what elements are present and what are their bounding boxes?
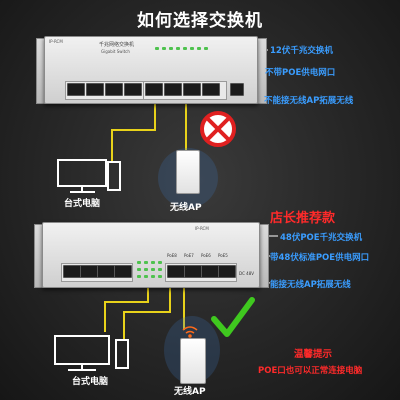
bottom-ap-device	[180, 338, 206, 384]
wifi-icon	[182, 326, 198, 338]
bottom-switch-brand: IP-RCM	[195, 226, 209, 231]
top-pc-tower-icon	[107, 161, 121, 191]
poe-label-8: PoE8	[167, 253, 177, 258]
tip-text: POE口也可以正常连接电脑	[258, 366, 363, 376]
top-port[interactable]	[202, 83, 220, 96]
top-pc-cable	[111, 100, 156, 162]
top-note-3: 不能接无线AP拓展无线	[264, 96, 354, 106]
top-switch-led-panel	[155, 45, 215, 55]
top-port[interactable]	[105, 83, 123, 96]
bottom-note-2: 带48伏标准POE供电网口	[270, 253, 370, 263]
top-switch-name-en: Gigabit Switch	[101, 49, 130, 54]
page-title: 如何选择交换机	[137, 11, 263, 31]
top-note-2: 不带POE供电网口	[265, 68, 336, 78]
poe-label-7: PoE7	[184, 253, 194, 258]
top-pc-monitor-icon	[57, 159, 107, 193]
top-switch-name-cn: 千兆网络交换机	[99, 42, 135, 48]
bottom-port[interactable]	[80, 265, 98, 278]
top-pc-label: 台式电脑	[64, 199, 101, 209]
poe-label-6: PoE6	[201, 253, 211, 258]
top-switch-brand: IP-RCM	[49, 39, 63, 44]
bottom-poe-port[interactable]	[201, 265, 219, 278]
top-port[interactable]	[86, 83, 104, 96]
top-port[interactable]	[145, 83, 163, 96]
top-note-1: 12伏千兆交换机	[270, 46, 333, 56]
tip-title: 温馨提示	[294, 349, 333, 360]
bottom-poe-port[interactable]	[218, 265, 236, 278]
top-uplink-port[interactable]	[230, 83, 244, 96]
top-ap-label: 无线AP	[170, 203, 202, 213]
bottom-switch: IP-RCM PoE8 PoE7 PoE6 PoE5 DC 48V	[42, 222, 260, 288]
bottom-pc-cable-1	[104, 283, 149, 332]
top-port[interactable]	[124, 83, 142, 96]
bottom-port[interactable]	[97, 265, 115, 278]
bottom-ap-label: 无线AP	[174, 387, 206, 397]
top-ap-device	[176, 150, 200, 194]
poe-label-5: PoE5	[218, 253, 228, 258]
check-icon	[211, 297, 255, 337]
top-port[interactable]	[164, 83, 182, 96]
bottom-switch-led-panel	[137, 261, 163, 283]
bottom-poe-port[interactable]	[184, 265, 202, 278]
bottom-port[interactable]	[114, 265, 132, 278]
bottom-pc-tower-icon	[115, 339, 129, 369]
bottom-pc-cable-2	[123, 283, 171, 340]
bottom-pc-monitor-icon	[54, 335, 110, 371]
bottom-note-1: 48伏POE千兆交换机	[280, 233, 363, 243]
recommend-title: 店长推荐款	[270, 211, 336, 226]
forbid-icon	[200, 111, 236, 147]
bottom-note-3: 能接无线AP拓展无线	[270, 280, 351, 290]
top-port[interactable]	[183, 83, 201, 96]
bottom-poe-port[interactable]	[167, 265, 185, 278]
bottom-switch-power: DC 48V	[239, 271, 254, 276]
top-port[interactable]	[67, 83, 85, 96]
bottom-pc-label: 台式电脑	[72, 377, 109, 387]
top-switch: IP-RCM 千兆网络交换机 Gigabit Switch	[44, 36, 258, 104]
bottom-port[interactable]	[63, 265, 81, 278]
